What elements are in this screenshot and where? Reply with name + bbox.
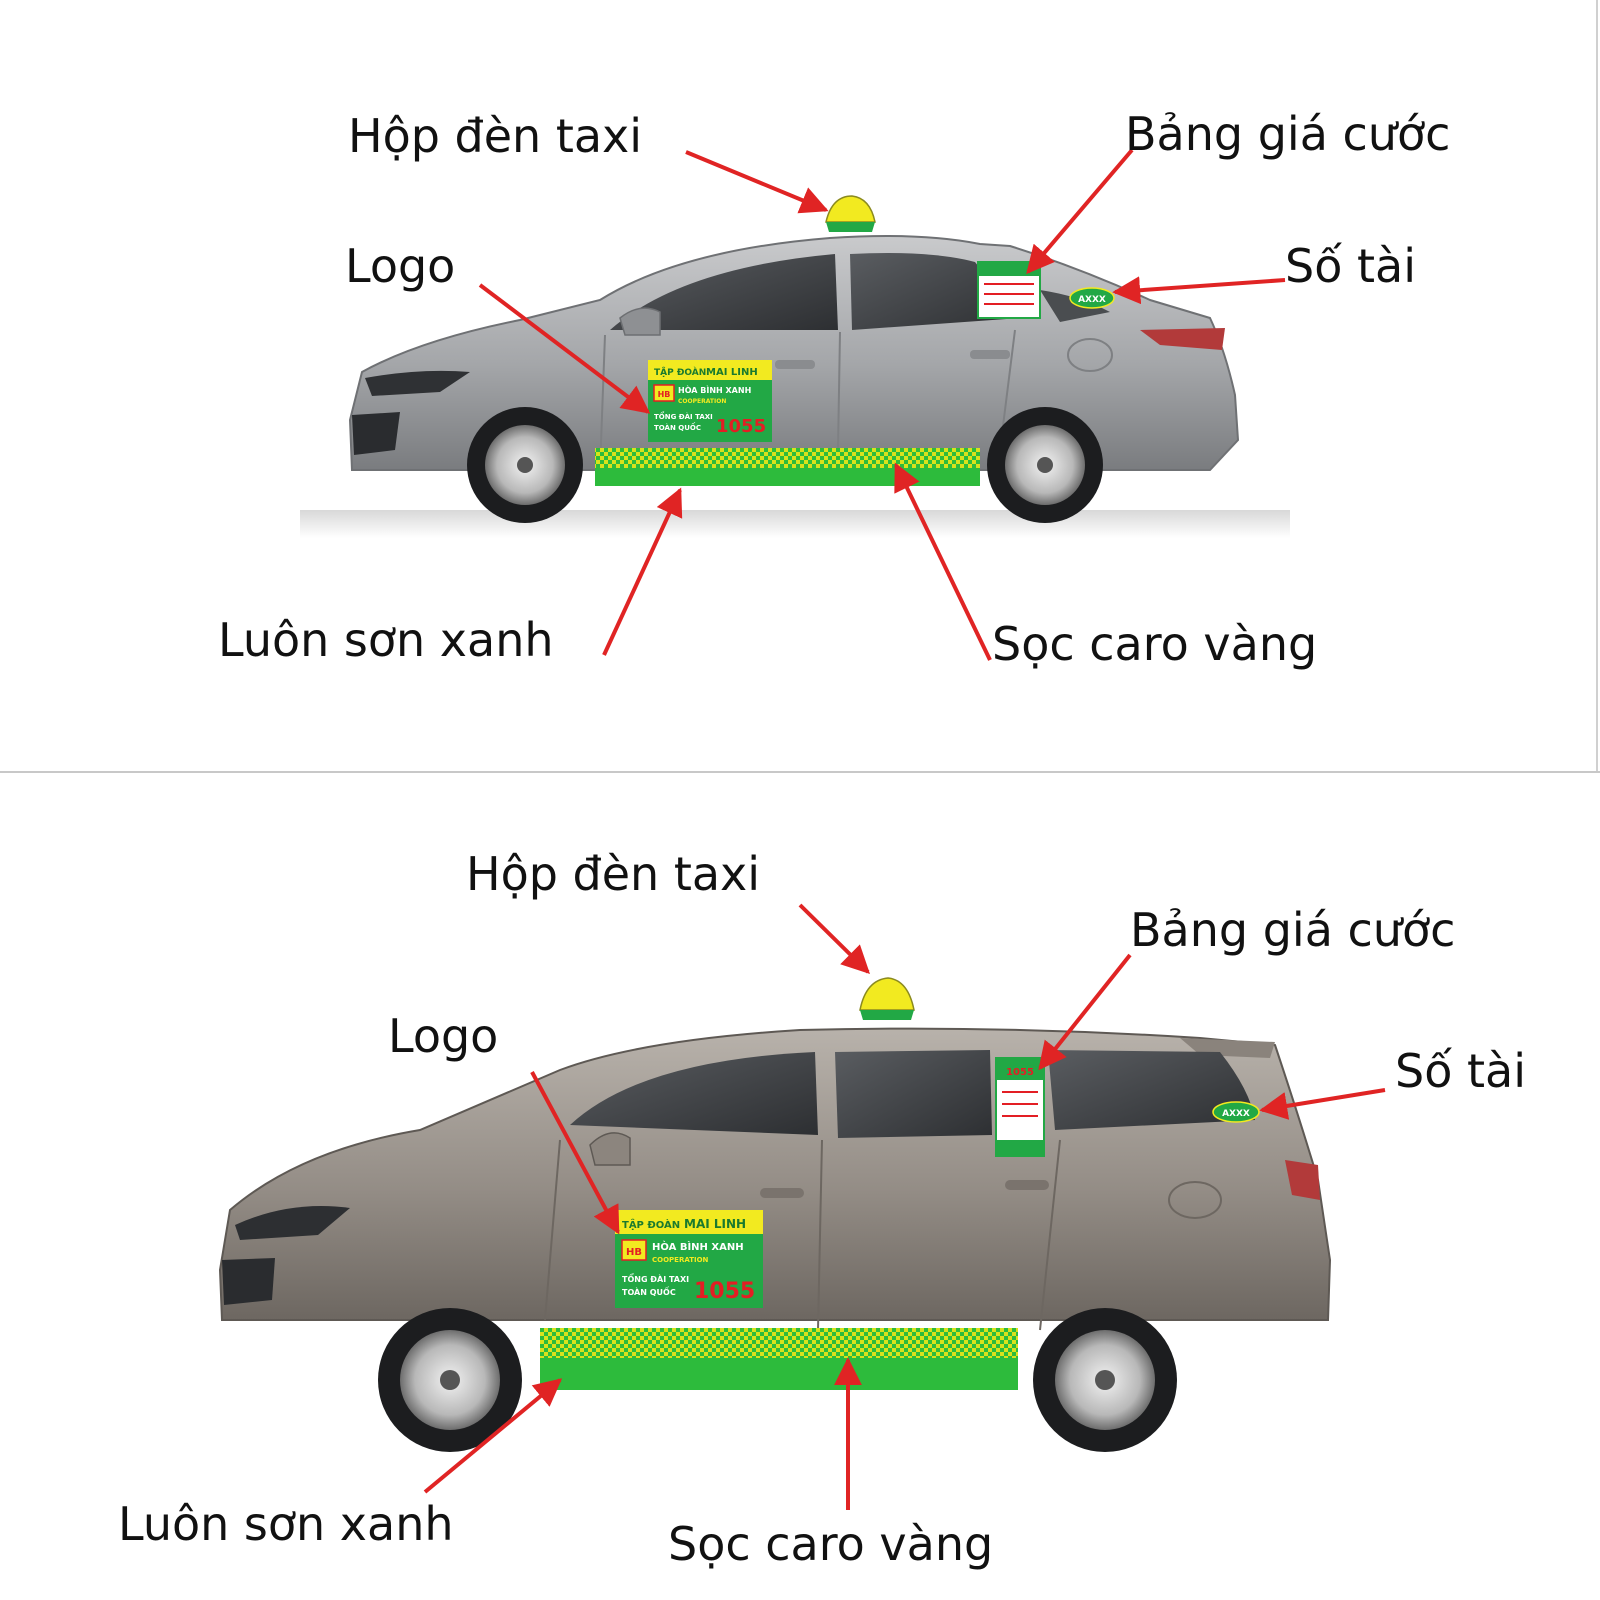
mpv-decal-line1: TỔNG ĐÀI TAXI (622, 1272, 689, 1284)
sedan-arrow-fleet-no (1112, 276, 1286, 305)
sedan-fleet-badge-text: AXXX (1078, 295, 1106, 305)
sedan-fleet-badge: AXXX (1069, 287, 1115, 309)
sedan-arrow-roof-light (685, 150, 829, 214)
sedan-mirror (619, 307, 661, 336)
mpv-label-fleet-no: Số tài (1395, 1044, 1526, 1098)
mpv-arrow-fleet-no (1259, 1088, 1386, 1120)
sedan-label-logo: Logo (345, 239, 455, 293)
mpv-mirror (589, 1132, 631, 1166)
sedan-door-line-front (599, 334, 606, 471)
mpv-arrow-green-paint (423, 1378, 563, 1494)
sedan-panel: AXXX TẬP ĐOÀN MAI LINH HB HÒA BÌNH XANH … (218, 107, 1450, 671)
sedan-handle-rear (970, 350, 1010, 359)
mpv-decal-coop: COOPERATION (652, 1256, 709, 1264)
sedan-headlight (365, 370, 470, 396)
sedan-arrows (478, 148, 1286, 661)
mpv-taillight (1285, 1160, 1320, 1200)
mpv-middle-window (835, 1050, 992, 1138)
sedan-ground-shadow (300, 510, 1290, 538)
mpv-roof-light (859, 977, 915, 1020)
sedan-front-wheel (467, 407, 583, 523)
mpv-label-fare-table: Bảng giá cước (1130, 903, 1455, 957)
mpv-label-green-paint: Luôn sơn xanh (118, 1497, 454, 1551)
sedan-arrow-green-paint (602, 487, 683, 656)
sedan-decal-line2: TOÀN QUỐC (654, 422, 701, 432)
sedan-door-line-mid (837, 331, 841, 451)
mpv-arrow-fare-table (1038, 953, 1132, 1071)
sedan-arrow-logo (478, 283, 651, 414)
sedan-label-fleet-no: Số tài (1285, 239, 1416, 293)
mpv-logo-decal: TẬP ĐOÀN MAI LINH HB HÒA BÌNH XANH COOPE… (615, 1210, 763, 1308)
sedan-decal-brand: MAI LINH (706, 367, 758, 378)
mpv-fuel-cap (1168, 1181, 1222, 1219)
sedan-label-green-paint: Luôn sơn xanh (218, 613, 554, 667)
mpv-label-yellow-check: Sọc caro vàng (668, 1517, 993, 1571)
mpv-rear-window (1048, 1050, 1255, 1130)
mpv-fleet-badge: AXXX (1212, 1101, 1260, 1123)
sedan-decal-coop: COOPERATION (678, 398, 726, 405)
mpv-decal-company: HÒA BÌNH XANH (652, 1240, 744, 1253)
mpv-front-window (570, 1052, 818, 1135)
mpv-arrows (423, 903, 1386, 1510)
mpv-fare-hotline: 1055 (1006, 1067, 1034, 1078)
mpv-fare-table: 1055 (995, 1057, 1045, 1157)
mpv-headlight (235, 1206, 350, 1240)
sedan-quarter-window (1040, 290, 1110, 322)
mpv-decal-brand: MAI LINH (684, 1217, 746, 1231)
mpv-handle-front (760, 1188, 804, 1198)
mpv-decal-group: TẬP ĐOÀN (622, 1218, 680, 1231)
mpv-decal-line2: TOÀN QUỐC (622, 1285, 676, 1297)
mpv-fleet-badge-text: AXXX (1222, 1109, 1250, 1119)
sedan-fuel-cap (1067, 338, 1113, 372)
mpv-front-wheel (378, 1308, 522, 1452)
sedan-decal-hotline: 1055 (716, 416, 766, 437)
sedan-decal-hb: HB (658, 390, 671, 399)
sedan-decal-company: HÒA BÌNH XANH (678, 384, 751, 395)
sedan-label-yellow-check: Sọc caro vàng (992, 617, 1317, 671)
sedan-decal-line1: TỔNG ĐÀI TAXI (654, 411, 713, 421)
sedan-taillight (1140, 328, 1225, 350)
sedan-label-fare-table: Bảng giá cước (1125, 107, 1450, 161)
mpv-decal-hotline: 1055 (694, 1279, 755, 1304)
sedan-front-window (610, 254, 838, 330)
sedan-label-roof-light: Hộp đèn taxi (348, 109, 642, 163)
mpv-body (218, 1027, 1332, 1321)
sedan-arrow-yellow-check (894, 462, 992, 661)
mpv-panel: 1055 AXXX TẬP ĐOÀN MAI LINH HB HÒA BÌNH … (118, 847, 1526, 1571)
sedan-roof-light (825, 195, 876, 232)
mpv-handle-rear (1005, 1180, 1049, 1190)
sedan-grille (352, 412, 400, 455)
mpv-grille (222, 1258, 275, 1305)
sedan-yellow-check (595, 448, 980, 468)
sedan-arrow-fare-table (1026, 148, 1134, 275)
sedan-logo-decal: TẬP ĐOÀN MAI LINH HB HÒA BÌNH XANH COOPE… (648, 360, 772, 442)
sedan-rear-wheel (987, 407, 1103, 523)
sedan-handle-front (775, 360, 815, 369)
mpv-door-line-rear (1039, 1139, 1061, 1331)
sedan-decal-group: TẬP ĐOÀN (654, 366, 706, 378)
mpv-label-logo: Logo (388, 1009, 498, 1063)
mpv-door-line-mid (817, 1139, 823, 1331)
mpv-arrow-roof-light (798, 903, 870, 974)
mpv-decal-hb: HB (626, 1247, 642, 1258)
sedan-car: AXXX TẬP ĐOÀN MAI LINH HB HÒA BÌNH XANH … (348, 195, 1240, 523)
mpv-door-line-front (544, 1139, 561, 1321)
mpv-rear-wheel (1033, 1308, 1177, 1452)
mpv-arrow-logo (530, 1071, 620, 1235)
mpv-car: 1055 AXXX TẬP ĐOÀN MAI LINH HB HÒA BÌNH … (218, 977, 1332, 1452)
mpv-yellow-check (540, 1328, 1018, 1358)
mpv-label-roof-light: Hộp đèn taxi (466, 847, 760, 901)
